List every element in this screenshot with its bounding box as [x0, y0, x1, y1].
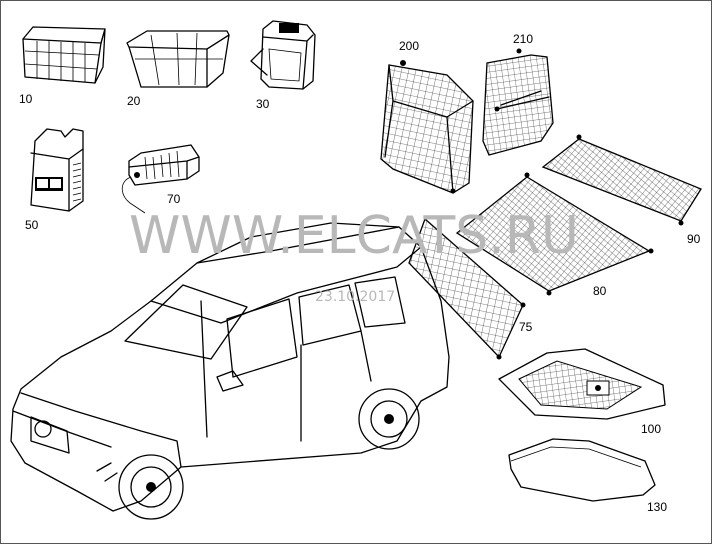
part-number-trunk-mat: 130 [647, 500, 668, 514]
part-number-partition-grille: 200 [399, 39, 420, 53]
folding-crate-icon [22, 26, 106, 84]
part-number-cargo-net: 90 [687, 232, 701, 246]
partition-grille-2-icon [482, 48, 554, 156]
waste-bin-box-icon [30, 128, 84, 212]
part-number-tray: 20 [127, 94, 141, 108]
part-number-side-net: 75 [519, 320, 533, 334]
suv-vehicle-icon [10, 222, 450, 520]
part-number-crate: 10 [19, 92, 33, 106]
part-number-partition-grille-2: 210 [513, 32, 534, 46]
trunk-mat-icon [508, 438, 656, 502]
part-number-floor-net: 80 [593, 284, 607, 298]
storage-tray-icon [126, 30, 230, 88]
part-number-trunk-tub: 100 [641, 422, 662, 436]
part-number-pump: 70 [167, 192, 181, 206]
trunk-tub-icon [498, 348, 666, 420]
compressor-icon [121, 144, 200, 214]
part-number-bin-box: 50 [25, 218, 39, 232]
partition-grille-icon [380, 60, 474, 194]
cool-box-icon [250, 20, 316, 90]
part-number-cooler: 30 [256, 97, 270, 111]
cargo-net-icon [541, 134, 702, 226]
floor-net-icon [455, 172, 654, 296]
side-net-icon [408, 217, 526, 360]
